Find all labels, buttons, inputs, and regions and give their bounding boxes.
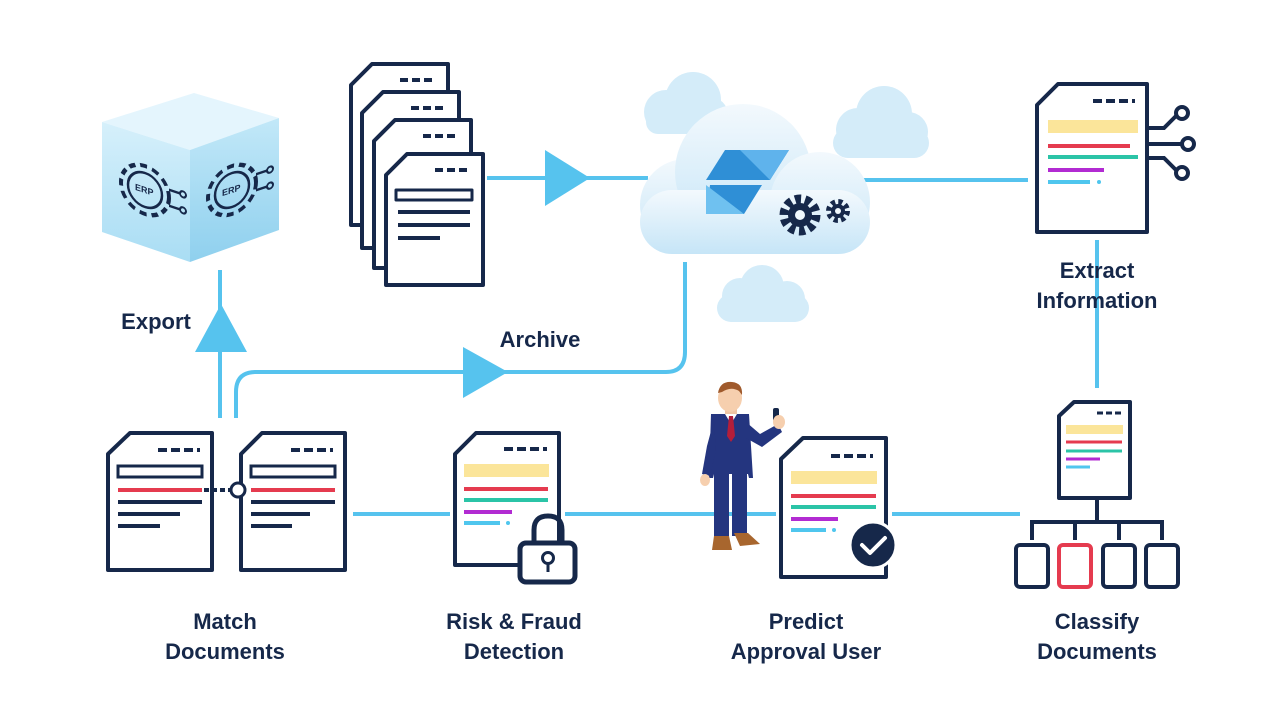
erp-gear-icon: ERP <box>119 162 187 218</box>
archive-label: Archive <box>490 325 590 355</box>
check-badge-icon <box>848 520 898 570</box>
predict-label-line2: Approval User <box>730 639 882 664</box>
connectors <box>218 176 1099 516</box>
risk-fraud-detection-label: Risk & Fraud Detection <box>424 607 604 667</box>
extract-information-label: Extract Information <box>1016 256 1178 316</box>
match-document-right <box>239 431 347 572</box>
padlock-icon <box>517 513 578 585</box>
predict-label-line1: Predict <box>768 609 844 634</box>
extract-document-icon <box>1035 82 1149 234</box>
arrow-icon <box>463 347 508 398</box>
cloud-icon <box>833 86 929 158</box>
match-label-line1: Match <box>193 609 257 634</box>
cloud-icon <box>717 265 809 322</box>
hierarchy-icon <box>1014 498 1180 589</box>
classify-document-icon <box>1057 400 1132 500</box>
connector-archive <box>234 262 687 418</box>
risk-label-line1: Risk & Fraud <box>446 609 582 634</box>
circuit-icon <box>1147 105 1196 181</box>
arrow-icon <box>195 304 247 352</box>
export-label: Export <box>113 307 199 337</box>
risk-label-line2: Detection <box>463 639 565 664</box>
erp-cube-icon: ERP ERP <box>102 93 279 262</box>
predict-approval-user-label: Predict Approval User <box>708 607 904 667</box>
match-document-left <box>106 431 214 572</box>
match-label-line2: Documents <box>165 639 285 664</box>
document-stack-icon <box>349 62 485 287</box>
extract-label-line1: Extract <box>1059 258 1135 283</box>
erp-gear-icon: ERP <box>206 162 274 218</box>
match-documents-label: Match Documents <box>140 607 310 667</box>
logo-icon <box>706 150 789 214</box>
archive-label-text: Archive <box>499 327 581 352</box>
gear-icon <box>826 199 850 223</box>
classify-label-line2: Documents <box>1037 639 1157 664</box>
business-person-icon <box>700 381 785 550</box>
gear-icon <box>779 194 821 236</box>
cloud-icon <box>644 72 728 134</box>
extract-label-line2: Information <box>1036 288 1158 313</box>
export-label-text: Export <box>121 309 191 334</box>
link-icon <box>204 481 247 499</box>
classify-documents-label: Classify Documents <box>1014 607 1180 667</box>
classify-label-line1: Classify <box>1054 609 1140 634</box>
arrow-icon <box>545 150 590 206</box>
